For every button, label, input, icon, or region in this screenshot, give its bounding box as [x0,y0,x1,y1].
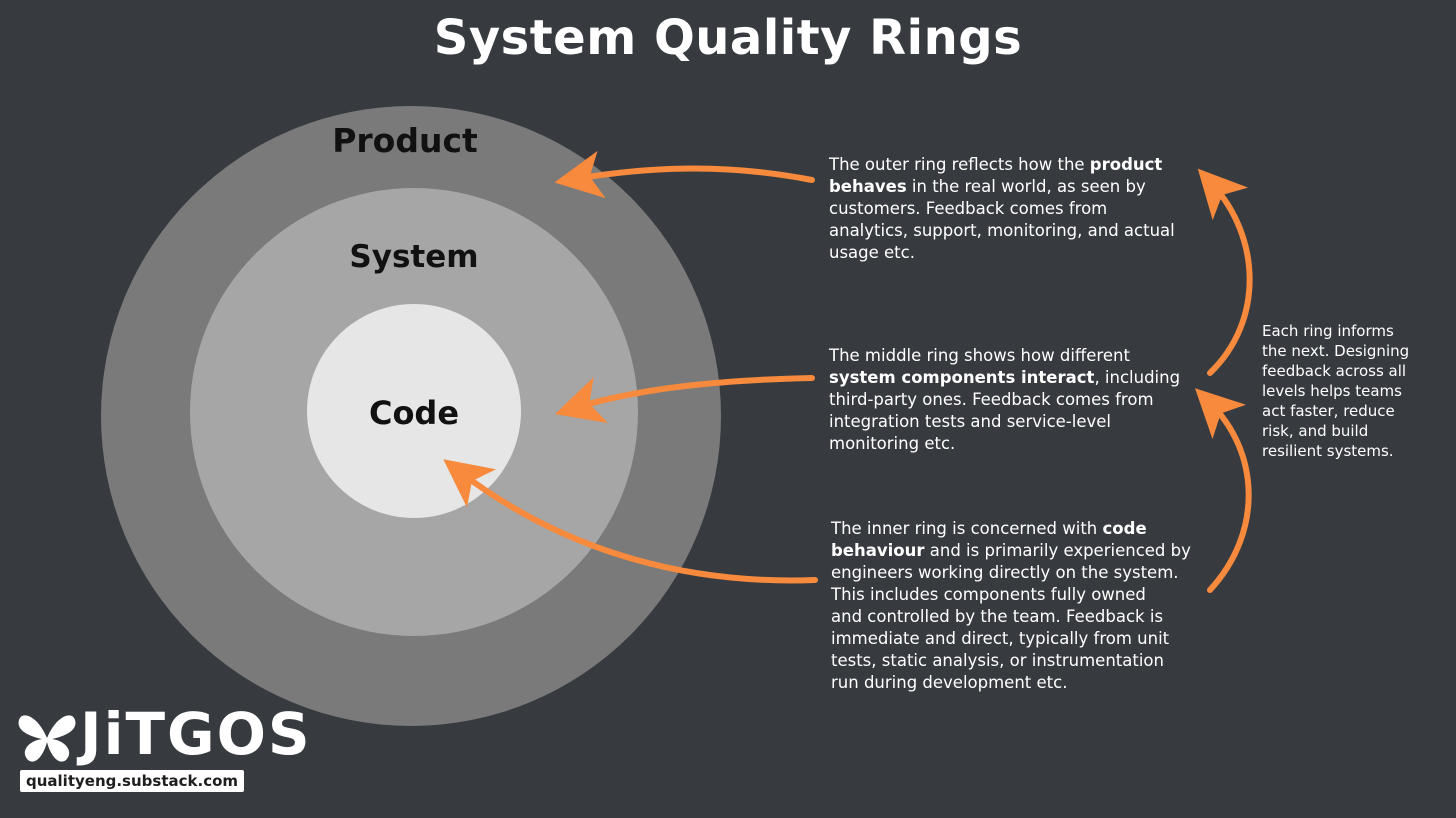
inner-ring-description: The inner ring is concerned with code be… [831,519,1191,692]
inner-ring-label: Code [369,394,459,432]
page-title: System Quality Rings [433,10,1023,66]
brand-logo: JiTGOS qualityeng.substack.com [14,700,310,800]
outer-ring-description: The outer ring reflects how the product … [829,155,1175,262]
arrow-inner-to-middle [1195,388,1252,593]
arrow-to-product [554,150,815,199]
butterfly-icon [18,715,76,762]
arrow-to-system [554,375,815,424]
middle-ring-label: System [349,239,478,275]
outer-ring-label: Product [332,121,478,160]
rings-inform-note: Each ring informs the next. Designing fe… [1262,322,1410,460]
logo-url: qualityeng.substack.com [20,770,245,792]
logo-wordmark: JiTGOS [80,700,312,768]
middle-ring-description: The middle ring shows how different syst… [829,346,1181,453]
arrow-middle-to-outer [1197,168,1253,376]
arrow-to-code [443,459,818,584]
